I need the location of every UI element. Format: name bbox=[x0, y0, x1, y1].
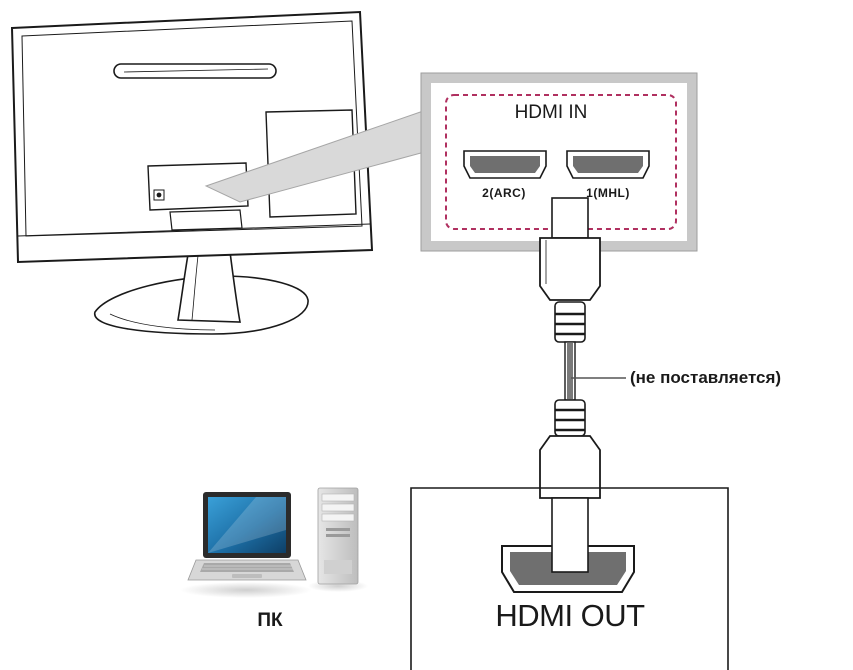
monitor-vent-slot bbox=[113, 63, 277, 79]
hdmi-in-callout bbox=[420, 72, 698, 252]
pc-label: ПК bbox=[257, 610, 283, 631]
monitor-rear-illustration bbox=[10, 10, 374, 335]
hdmi-port-2-label: 2(ARC) bbox=[482, 186, 526, 200]
hdmi-out-label: HDMI OUT bbox=[495, 598, 645, 633]
cable-not-supplied-note: (не поставляется) bbox=[630, 368, 782, 387]
monitor-port-panel bbox=[147, 162, 249, 211]
source-device-box bbox=[410, 487, 729, 670]
hdmi-port-2-icon bbox=[463, 150, 547, 179]
hdmi-cable-illustration bbox=[539, 197, 626, 499]
hdmi-port-1-icon bbox=[566, 150, 650, 179]
hdmi-in-title: HDMI IN bbox=[514, 102, 588, 123]
desktop-tower-icon bbox=[308, 487, 368, 592]
hdmi-port-1-label: 1(MHL) bbox=[586, 186, 630, 200]
laptop-icon bbox=[180, 492, 312, 598]
